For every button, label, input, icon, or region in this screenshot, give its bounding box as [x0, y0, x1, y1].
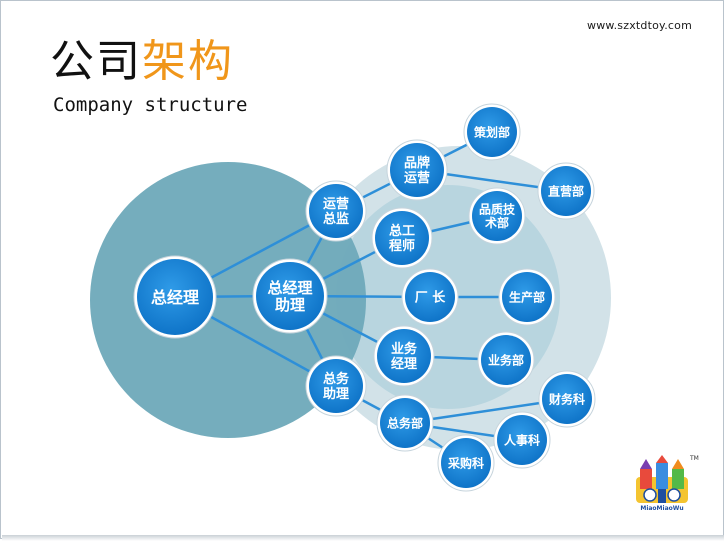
org-node-planning: 策划部 [463, 103, 521, 161]
node-circle [502, 272, 552, 322]
title-part-1: 公司 [50, 36, 142, 87]
node-label: 业务 [391, 341, 418, 357]
node-circle [405, 272, 455, 322]
node-label: 术部 [484, 215, 509, 230]
node-label: 财务科 [548, 391, 585, 406]
node-label: 总工 [389, 223, 415, 239]
node-label: 总务 [323, 371, 350, 387]
node-circle [380, 398, 430, 448]
node-label: 策划部 [474, 124, 510, 139]
org-node-factory-mgr: 厂 长 [401, 268, 459, 326]
org-node-sales: 业务部 [477, 331, 535, 389]
node-label: 生产部 [509, 289, 545, 304]
node-circle [309, 359, 363, 413]
title-part-2: 架构 [142, 36, 234, 87]
trademark-mark: TM [690, 455, 699, 462]
org-node-finance: 财务科 [538, 370, 596, 428]
castle-logo-icon [636, 455, 688, 503]
node-circle [309, 184, 363, 238]
node-label: 总经理 [151, 288, 199, 307]
org-node-gen-affairs: 总务部 [376, 394, 434, 452]
site-url: www.szxtdtoy.com [587, 19, 692, 32]
node-label: 助理 [275, 296, 305, 314]
logo-brand-text: MiaoMiaoWu [640, 505, 684, 512]
org-node-production: 生产部 [498, 268, 556, 326]
node-label: 厂 长 [415, 290, 447, 306]
node-label: 总务部 [387, 415, 423, 430]
org-nodes: 总经理总经理助理运营总监品牌运营策划部直营部总工程师品质技术部厂 长生产部业务经… [133, 103, 596, 492]
page-subtitle: Company structure [53, 94, 248, 116]
node-circle [472, 191, 522, 241]
org-node-hr: 人事科 [493, 411, 551, 469]
node-label: 业务部 [488, 352, 524, 367]
node-label: 人事科 [504, 432, 540, 447]
node-label: 直营部 [548, 183, 584, 198]
org-node-purchasing: 采购科 [437, 434, 495, 492]
node-circle [541, 166, 591, 216]
slide-shadow [2, 535, 724, 541]
org-node-gm: 总经理 [133, 255, 217, 339]
node-label: 总监 [323, 211, 349, 227]
node-circle [542, 374, 592, 424]
node-circle [256, 262, 324, 330]
node-label: 品质技 [479, 201, 516, 216]
node-label: 运营 [404, 170, 430, 186]
node-circle [481, 335, 531, 385]
org-node-direct: 直营部 [537, 162, 595, 220]
node-circle [441, 438, 491, 488]
node-label: 运营 [323, 196, 349, 212]
node-circle [390, 143, 444, 197]
node-label: 助理 [323, 386, 349, 402]
node-circle [377, 329, 431, 383]
node-label: 总经理 [267, 279, 312, 297]
brand-logo: MiaoMiaoWu TM [630, 455, 699, 515]
node-label: 品牌 [404, 155, 430, 171]
node-label: 程师 [389, 238, 415, 254]
node-label: 采购科 [447, 455, 484, 470]
page-title: 公司架构 [50, 36, 234, 88]
node-circle [497, 415, 547, 465]
node-circle [375, 211, 429, 265]
node-circle [467, 107, 517, 157]
node-circle [137, 259, 213, 335]
node-label: 经理 [391, 356, 417, 372]
